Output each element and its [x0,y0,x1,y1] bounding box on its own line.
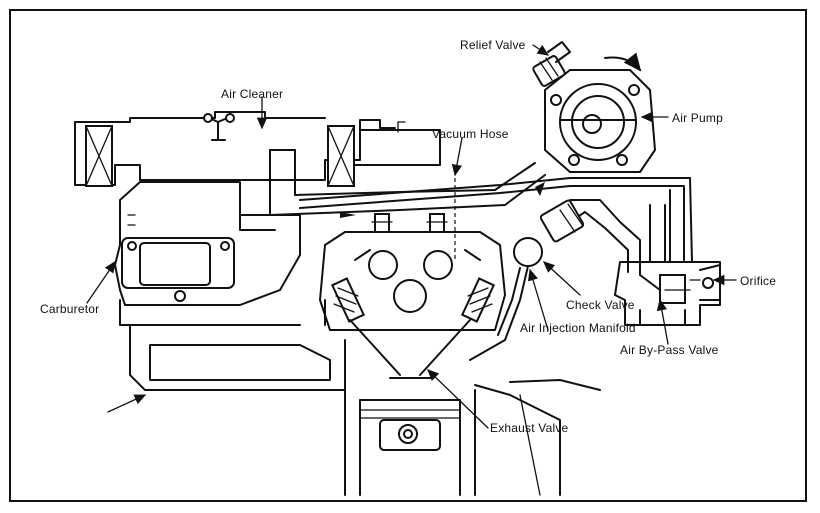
carburetor-label: Carburetor [40,302,100,316]
intake-manifold [129,299,346,391]
orifice-label: Orifice [740,274,777,288]
check-valve-label: Check Valve [566,298,635,312]
carburetor-body [114,181,301,326]
diagram-frame [9,9,807,502]
vacuum-hose [299,177,693,263]
cylinder-piston [344,379,601,496]
leader-arrows [86,44,737,429]
air-injection-manifold-label: Air Injection Manifold [520,321,636,335]
air-cleaner-housing [74,111,441,187]
air-duct [269,149,546,218]
air-bypass-valve-label: Air By-Pass Valve [620,343,719,357]
relief-valve-label: Relief Valve [460,38,526,52]
relief-valve [532,41,571,87]
cylinder-head [319,213,506,379]
air-cleaner-label: Air Cleaner [221,87,284,101]
exhaust-valve-label: Exhaust Valve [490,421,569,435]
air-pump [544,52,656,173]
vacuum-hose-label: Vacuum Hose [432,127,509,141]
check-valve-assembly [469,199,661,361]
air-pump-label: Air Pump [672,111,723,125]
